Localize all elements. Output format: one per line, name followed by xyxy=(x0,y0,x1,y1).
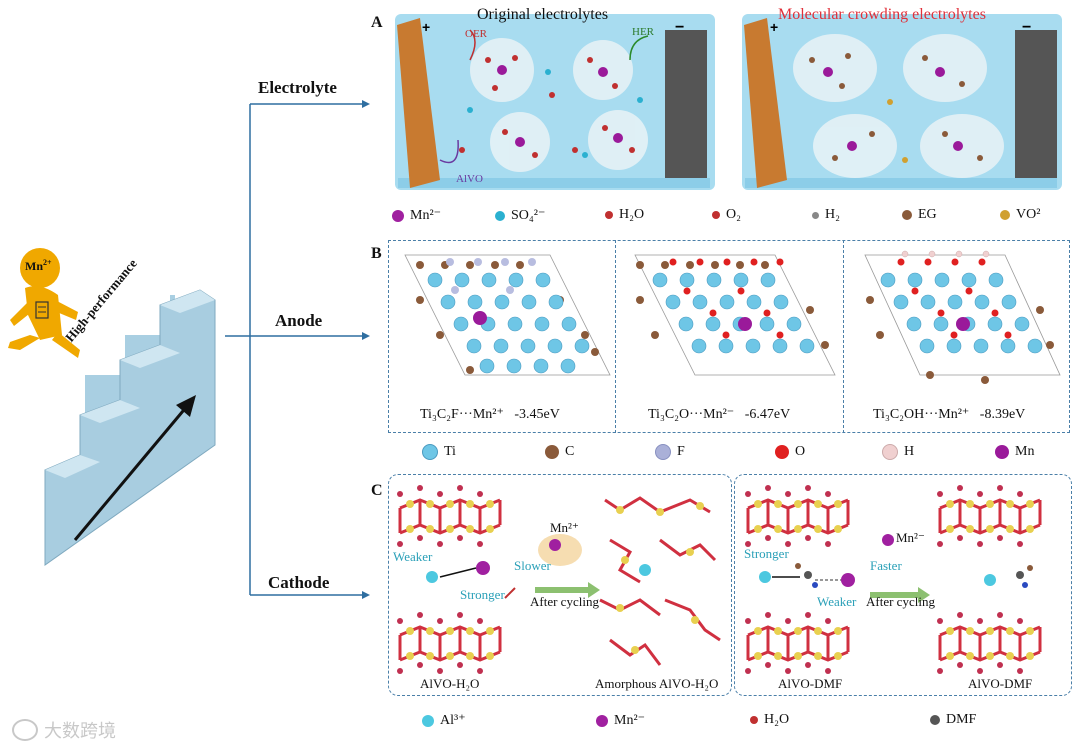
branch-electrolyte: Electrolyte xyxy=(258,78,337,97)
panel-b-divider-2 xyxy=(843,240,844,433)
carbon-icon xyxy=(545,445,559,459)
panel-b-box xyxy=(388,240,1070,433)
anode-caption-3: Ti₃C₂OH···Mn²⁺ -8.39eV xyxy=(873,407,1026,422)
watermark-logo-icon xyxy=(12,719,38,741)
cathode-label-1: AlVO-H₂O xyxy=(420,676,480,691)
oxygen-atom-icon xyxy=(775,445,789,459)
runner-figure xyxy=(8,248,80,358)
stronger-right-label: Stronger xyxy=(744,546,789,561)
cathode-label-4: AlVO-DMF xyxy=(968,676,1033,691)
slower-label: Slower xyxy=(514,558,551,573)
panel-c-structures xyxy=(395,483,1042,676)
dmf-icon xyxy=(930,715,940,725)
legend-a-1: SO₄²⁻ xyxy=(495,207,545,224)
sulfate-icon xyxy=(495,210,505,221)
mn-right-label: Mn²⁻ xyxy=(896,530,925,545)
panel-a-left-title: Original electrolytes xyxy=(477,6,609,23)
faster-label: Faster xyxy=(870,558,902,573)
legend-b-1: C xyxy=(545,444,574,460)
weaker-left-label: Weaker xyxy=(393,549,433,564)
panel-a-right-title: Molecular crowding electrolytes xyxy=(778,6,986,23)
runner-mn-label: Mn2+ xyxy=(25,258,52,273)
panel-b-divider-1 xyxy=(615,240,616,433)
panel-a-cells: + − + − xyxy=(395,14,1062,190)
stairs-graphic xyxy=(44,289,216,566)
panel-c-letter: C xyxy=(371,482,383,499)
cathode-label-3: AlVO-DMF xyxy=(778,676,843,691)
al-icon xyxy=(422,714,434,727)
legend-a-3: O₂ xyxy=(712,207,741,223)
legend-c-0: Al³⁺ xyxy=(422,712,466,729)
legend-b-4: H xyxy=(882,444,914,460)
branch-cathode: Cathode xyxy=(268,573,330,592)
legend-a-4: H₂ xyxy=(812,207,840,223)
svg-text:−: − xyxy=(675,19,684,36)
hydrogen-atom-icon xyxy=(882,444,898,460)
after-cycling-right: After cycling xyxy=(866,594,935,609)
branch-anode: Anode xyxy=(275,311,323,330)
oxygen-icon xyxy=(712,211,720,219)
water-molecule-icon xyxy=(750,716,758,724)
panel-b-letter: B xyxy=(371,245,382,262)
mn-ion-icon xyxy=(596,714,608,727)
vo-icon xyxy=(1000,210,1010,220)
stronger-left-label: Stronger xyxy=(460,587,505,602)
legend-c-3: DMF xyxy=(930,712,976,728)
mn-atom-icon xyxy=(995,445,1009,459)
anode-caption-1: Ti₃C₂F···Mn²⁺ -3.45eV xyxy=(420,407,560,422)
alvo-label: AlVO xyxy=(456,173,483,185)
panel-c-box-left xyxy=(388,474,732,696)
anode-caption-2: Ti₃C₂O···Mn²⁻ -6.47eV xyxy=(648,407,791,422)
mn-left-label: Mn²⁺ xyxy=(550,520,579,535)
panel-b-structures xyxy=(404,250,1061,384)
mn-icon xyxy=(392,209,404,222)
her-label: HER xyxy=(632,26,654,38)
legend-c-1: Mn²⁻ xyxy=(596,712,645,729)
legend-b-0: Ti xyxy=(422,444,456,460)
svg-text:−: − xyxy=(1022,19,1031,36)
weaker-right-label: Weaker xyxy=(817,594,857,609)
legend-a-6: VO² xyxy=(1000,207,1040,223)
legend-a-5: EG xyxy=(902,207,937,223)
hydrogen-icon xyxy=(812,211,819,219)
ti-icon xyxy=(422,444,438,460)
legend-b-2: F xyxy=(655,444,685,460)
water-icon xyxy=(605,211,613,219)
oer-label: OER xyxy=(465,28,487,40)
panel-a-letter: A xyxy=(371,14,383,31)
svg-text:+: + xyxy=(422,19,430,35)
watermark: 大数跨境 xyxy=(12,717,116,743)
legend-b-3: O xyxy=(775,444,805,460)
fluorine-icon xyxy=(655,444,671,460)
after-cycling-left: After cycling xyxy=(530,594,599,609)
cathode-label-2: Amorphous AlVO-H₂O xyxy=(595,676,719,691)
legend-a-2: H₂O xyxy=(605,207,644,223)
eg-icon xyxy=(902,210,912,220)
svg-text:+: + xyxy=(770,19,778,35)
legend-b-5: Mn xyxy=(995,444,1034,460)
legend-c-2: H₂O xyxy=(750,712,789,728)
panel-c-box-right xyxy=(734,474,1072,696)
branch-connectors xyxy=(225,100,370,599)
legend-a-0: Mn²⁻ xyxy=(392,207,441,224)
